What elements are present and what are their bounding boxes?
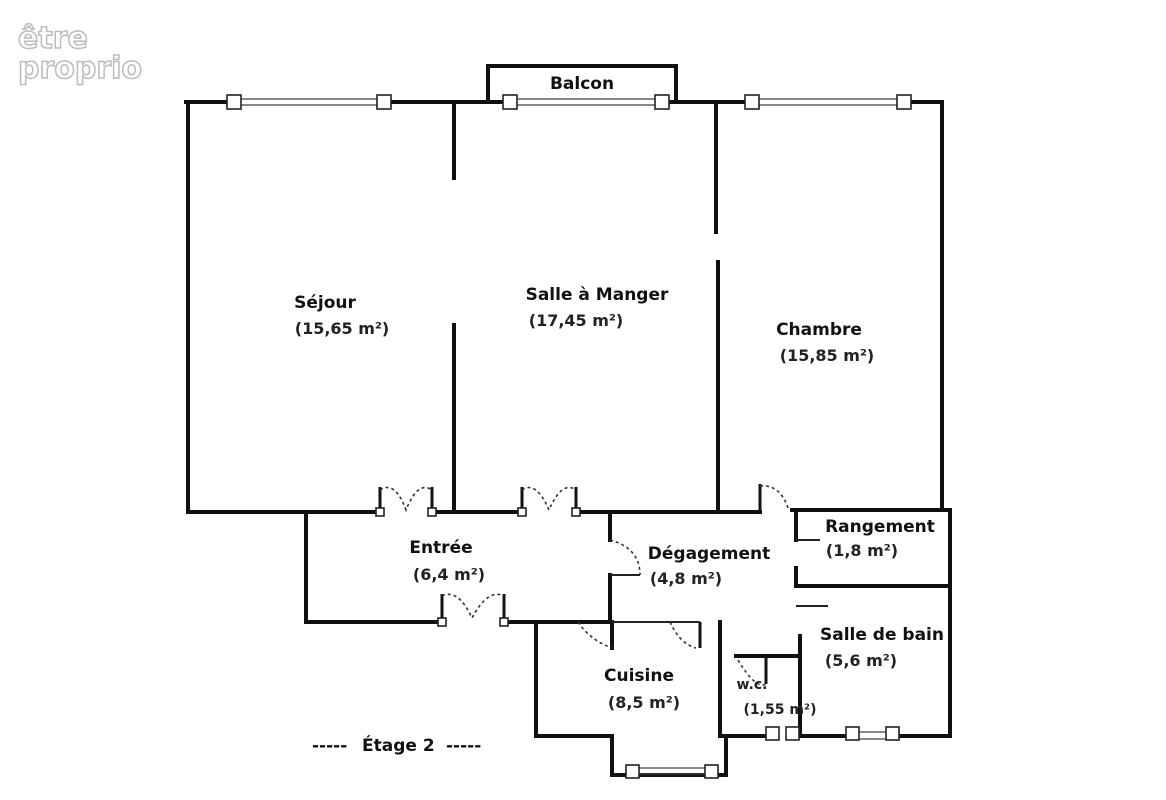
room-name-entree: Entrée [409, 538, 472, 558]
logo: être proprio [17, 20, 143, 87]
window-post [654, 94, 670, 110]
room-name-sejour: Séjour [294, 293, 356, 313]
room-name-cuisine: Cuisine [604, 666, 674, 686]
bottom-windows [625, 726, 900, 779]
lower-walls [304, 508, 952, 777]
window-post [744, 94, 760, 110]
room-area-degagement: (4,8 m²) [650, 569, 722, 588]
room-area-sejour: (15,65 m²) [295, 319, 389, 338]
floor-label: ----- Étage 2 ----- [312, 734, 481, 756]
room-name-rangement: Rangement [825, 517, 935, 537]
room-area-entree: (6,4 m²) [413, 565, 485, 584]
room-area-wc: (1,55 m²) [744, 702, 817, 718]
room-area-chambre: (15,85 m²) [780, 346, 874, 365]
outer-walls [184, 94, 952, 738]
window-post [502, 94, 518, 110]
logo-line-1: être [18, 21, 88, 56]
room-name-balcon: Balcon [550, 74, 614, 94]
balcony [486, 64, 678, 102]
room-area-cuisine: (8,5 m²) [608, 693, 680, 712]
window-post [896, 94, 912, 110]
floor-label-text: Étage 2 [362, 734, 435, 756]
floor-dashes-left: ----- [312, 736, 347, 756]
room-name-wc: w.c. [737, 677, 768, 693]
doors-living [375, 484, 789, 517]
room-name-salle-bain: Salle de bain [820, 625, 944, 645]
room-name-chambre: Chambre [776, 320, 862, 340]
room-name-degagement: Dégagement [648, 544, 770, 564]
balcony-wall [486, 64, 678, 102]
window-post [226, 94, 242, 110]
doors-lower [437, 539, 768, 686]
window-post [376, 94, 392, 110]
floor-dashes-right: ----- [446, 736, 481, 756]
room-area-salle-bain: (5,6 m²) [825, 651, 897, 670]
logo-line-2: proprio [18, 51, 142, 86]
room-name-salle-manger: Salle à Manger [526, 285, 669, 305]
room-area-rangement: (1,8 m²) [826, 541, 898, 560]
room-labels: Balcon Séjour (15,65 m²) Salle à Manger … [294, 74, 944, 718]
room-area-salle-manger: (17,45 m²) [529, 311, 623, 330]
